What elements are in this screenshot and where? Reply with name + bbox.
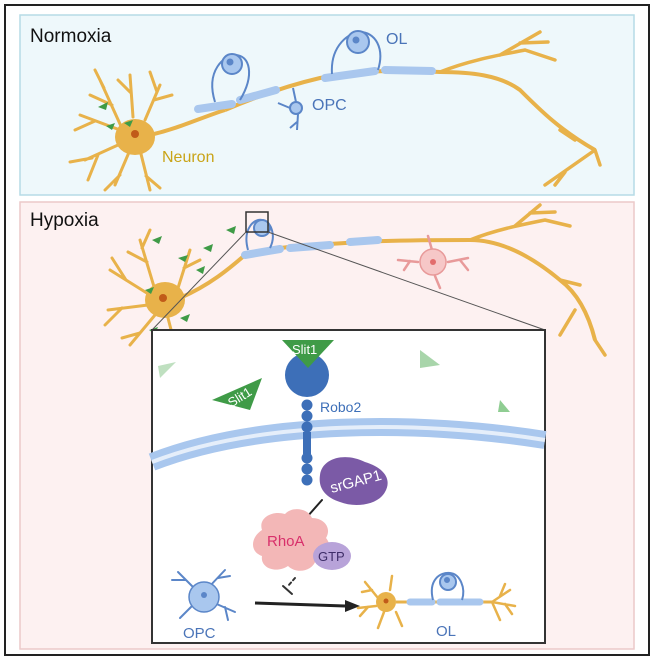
slit-fragment-faint-2 (420, 350, 440, 368)
normoxia-opc (277, 87, 303, 131)
zoom-source-box (245, 211, 269, 233)
gtp-molecule: GTP (313, 542, 351, 570)
slit-fragment-faint-1 (158, 362, 176, 378)
hypoxia-neuron (103, 226, 247, 347)
gtp-label: GTP (318, 549, 345, 564)
srgap1-protein: srGAP1 (319, 457, 388, 505)
rhoa-protein: RhoA (253, 509, 330, 571)
neuron-bottom (356, 574, 517, 630)
normoxia-ol-right (330, 30, 382, 75)
slit-fragment-faint-3 (498, 400, 510, 412)
robo2-label: Robo2 (320, 399, 361, 415)
normoxia-ol-left (211, 53, 251, 103)
rhoa-label: RhoA (267, 533, 305, 550)
normoxia-title: Normoxia (30, 26, 112, 47)
cell-membrane (148, 418, 547, 471)
opc-label-top: OPC (312, 97, 347, 114)
normoxia-neuron (68, 68, 226, 192)
zoom-line-left (151, 231, 247, 331)
slit1-receptor-label: Slit1 (292, 342, 317, 357)
differentiation-arrow (254, 600, 360, 612)
normoxia-axon (194, 30, 602, 187)
ol-label-top: OL (386, 31, 407, 48)
zoom-line-right (267, 231, 546, 331)
rhoa-inhibition-arrow (282, 577, 296, 595)
opc-label-bottom: OPC (183, 625, 216, 642)
opc-cell-bottom (171, 569, 236, 621)
slit1-bound: Slit1 (282, 340, 334, 368)
ol-label-bottom: OL (436, 623, 456, 640)
hypoxia-title: Hypoxia (30, 210, 99, 231)
ol-cell-bottom (430, 571, 465, 601)
neuron-label: Neuron (162, 149, 214, 166)
hypoxia-pink-opc (396, 234, 470, 290)
robo2-receptor (285, 353, 329, 486)
